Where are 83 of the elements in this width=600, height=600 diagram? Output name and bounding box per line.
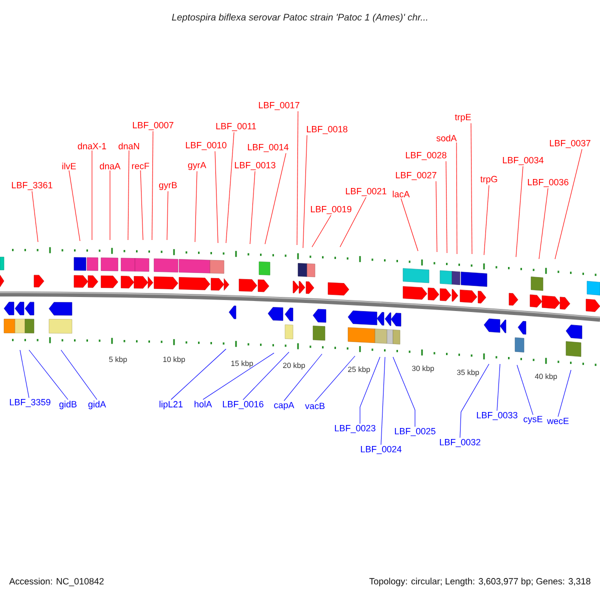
gene-label: LBF_0023 <box>334 424 376 434</box>
leader-line <box>516 166 524 258</box>
leader-line <box>32 190 38 242</box>
gene-label: LBF_0025 <box>394 428 436 436</box>
leader-line <box>28 350 68 400</box>
gene-label: LBF_0037 <box>550 140 590 148</box>
gene-label: LBF_0011 <box>216 122 256 132</box>
gene-label: gyrB <box>159 182 177 190</box>
leader-line <box>68 170 80 242</box>
leader-line <box>170 348 226 400</box>
gene-label: LBF_0034 <box>502 156 544 166</box>
leader-line <box>436 180 438 252</box>
gene-label: LBF_3359 <box>10 398 50 408</box>
gene-label: gidB <box>59 400 77 410</box>
gene-label: lacA <box>392 190 410 198</box>
gene-label: LBF_3361 <box>12 182 52 190</box>
gene-label: cysE <box>524 416 542 424</box>
leader-line <box>558 370 572 417</box>
gene-label: trpG <box>480 176 498 184</box>
leader-line <box>538 188 548 260</box>
gene-label: vacB <box>305 402 325 410</box>
leader-line <box>302 134 308 248</box>
footer-text: Topology: circular; Length: 3,603,977 bp; Genes: 3,318 <box>369 578 590 586</box>
gene-label: LBF_0024 <box>360 446 402 454</box>
gene-label: LBF_0036 <box>528 178 568 188</box>
leader-line <box>380 356 386 446</box>
gene-label: ilvE <box>62 162 76 170</box>
leader-line <box>226 132 234 244</box>
leader-line <box>242 352 290 400</box>
leader-line <box>400 198 418 252</box>
gene-label: capA <box>274 402 294 410</box>
leader-line <box>60 350 98 400</box>
leader-line <box>264 152 286 244</box>
leader-line <box>296 110 298 246</box>
gene-label: holA <box>194 400 212 408</box>
gene-label: gyrA <box>188 162 206 170</box>
gene-label: LBF_0033 <box>476 412 518 420</box>
leader-line <box>484 185 490 256</box>
leader-line <box>554 148 582 260</box>
leader-line <box>456 142 458 254</box>
gene-label: lipL21 <box>160 400 183 410</box>
gene-label: wecE <box>546 418 569 424</box>
footer-text: Accession: NC_010842 <box>9 578 104 586</box>
leader-line <box>214 150 218 244</box>
gene-label: sodA <box>436 134 457 142</box>
gene-label: recF <box>132 162 150 170</box>
leader-line <box>470 122 472 254</box>
gene-label: LBF_0017 <box>258 102 300 110</box>
gene-label: LBF_0013 <box>234 162 276 170</box>
gene-label: dnaX-1 <box>78 142 106 150</box>
leader-line <box>140 170 144 240</box>
leader-line <box>128 150 130 240</box>
gene-label: LBF_0007 <box>132 122 174 130</box>
gene-label: LBF_0018 <box>306 126 348 134</box>
title: Leptospira biflexa serovar Patoc strain 'Patoc 1 (Ames)' chr... <box>172 14 428 22</box>
gene-label: LBF_0019 <box>310 206 352 214</box>
gene-label: LBF_0032 <box>440 438 480 448</box>
gene-label: LBF_0010 <box>186 142 226 150</box>
gene-label: dnaA <box>100 162 120 170</box>
leader-line <box>314 356 356 402</box>
leader-line <box>460 364 490 438</box>
leader-line <box>312 214 332 248</box>
gene-label: LBF_0016 <box>222 400 264 410</box>
leader-line <box>166 190 168 240</box>
gene-label: LBF_0027 <box>396 172 436 180</box>
leader-line <box>194 170 198 242</box>
gene-label: dnaN <box>118 142 140 150</box>
gene-label: gidA <box>88 400 106 410</box>
gene-label: LBF_0014 <box>248 144 288 152</box>
leader-line <box>152 130 154 240</box>
leader-line <box>392 356 416 428</box>
leader-line <box>284 354 322 402</box>
leader-line <box>496 364 500 412</box>
gene-label: LBF_0028 <box>406 152 446 160</box>
leader-line <box>202 352 274 400</box>
leader-line <box>250 170 256 244</box>
leader-line <box>360 356 380 424</box>
leader-line <box>340 196 366 248</box>
leader-line <box>516 364 534 416</box>
gene-label: LBF_0021 <box>346 188 386 196</box>
leader-line <box>446 160 448 254</box>
gene-label: trpE <box>454 114 471 122</box>
leader-line <box>20 350 30 398</box>
